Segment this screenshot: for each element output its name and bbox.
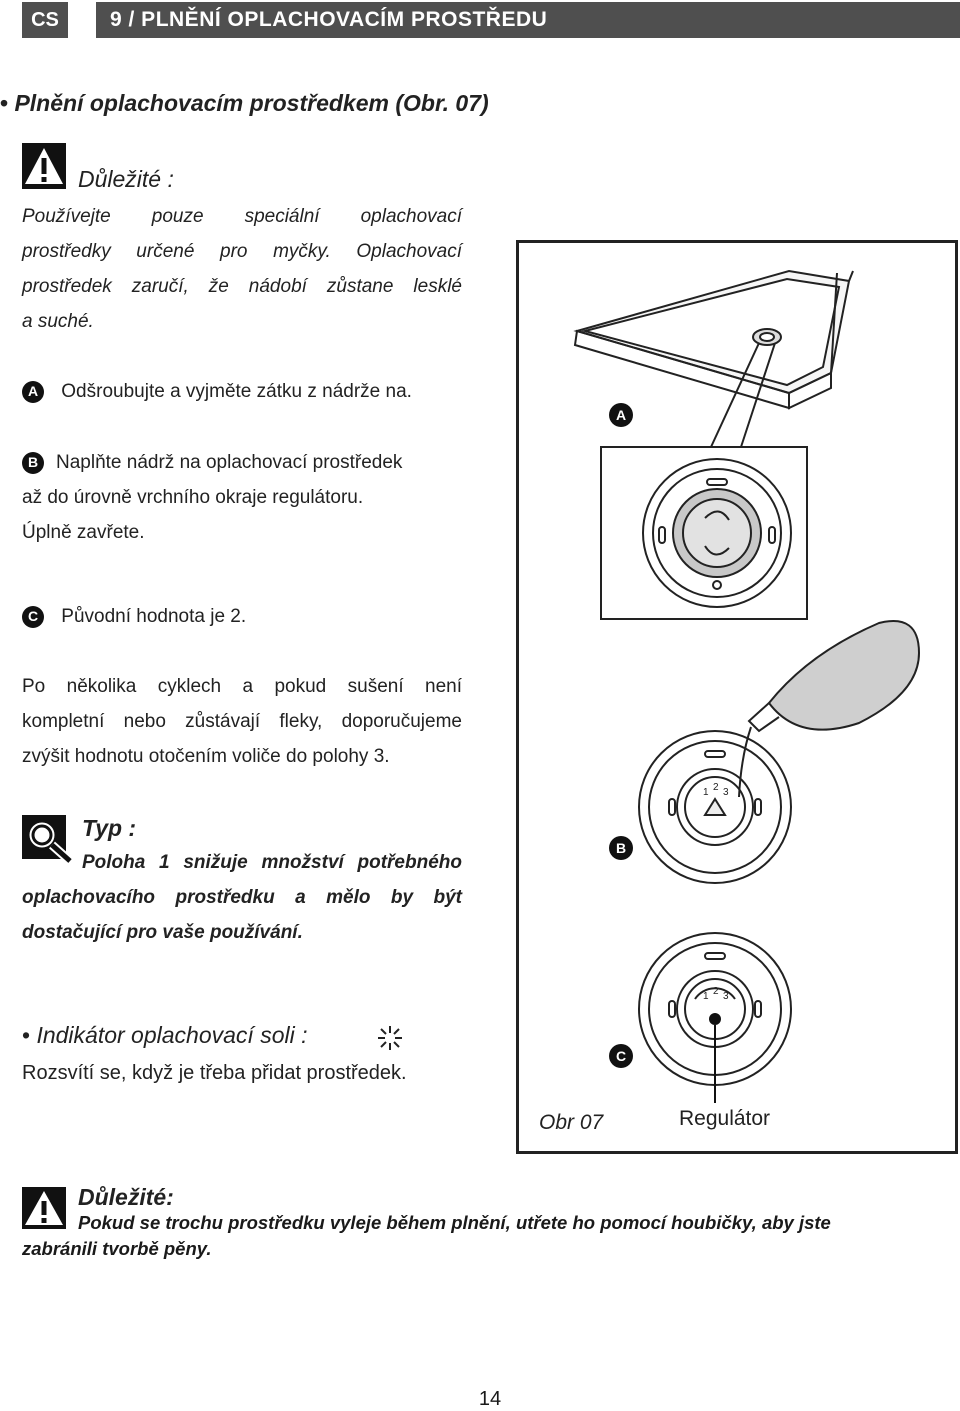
- section-title-salt-indicator: • Indikátor oplachovací soli :: [22, 1022, 308, 1048]
- section-title-rinse-aid: • Plnění oplachovacím prostředkem (Obr. …: [0, 90, 489, 116]
- important-text-2-line2: zabránili tvorbě pěny.: [22, 1238, 212, 1259]
- warning-icon: [22, 1187, 66, 1229]
- important-text-2-line1: Pokud se trochu prostředku vyleje během …: [78, 1212, 831, 1233]
- salt-indicator-icon: [378, 1026, 402, 1050]
- dial-b-number-1: 1: [703, 787, 709, 798]
- figure-label-a: A: [616, 407, 626, 423]
- step-c-marker: C: [22, 605, 44, 628]
- figure-frame: A 1: [516, 240, 958, 1154]
- dial-b-number-3: 3: [723, 787, 729, 798]
- language-badge: CS: [22, 2, 68, 38]
- dial-c-number-3: 3: [723, 991, 729, 1002]
- dial-c-number-1: 1: [703, 991, 709, 1002]
- tip-text: Poloha 1 snižuje množství potřebného opl…: [22, 852, 462, 943]
- step-a: A Odšroubujte a vyjměte zátku z nádrže n…: [22, 374, 412, 409]
- page-number: 14: [478, 1388, 502, 1410]
- important-title-2: Důležité:: [78, 1184, 174, 1210]
- figure-label-c: C: [616, 1048, 626, 1064]
- step-b-marker: B: [22, 451, 44, 474]
- figure-label-b: B: [616, 840, 626, 856]
- adjustment-paragraph: Po několika cyklech a pokud sušení není …: [22, 676, 462, 767]
- step-c: C Původní hodnota je 2.: [22, 599, 246, 634]
- tip-title: Typ :: [82, 815, 137, 841]
- step-a-marker: A: [22, 380, 44, 403]
- dial-c-number-2: 2: [713, 986, 719, 997]
- regulator-illustration: A 1: [539, 269, 921, 1134]
- section-header: 9 / PLNĚNÍ OPLACHOVACÍM PROSTŘEDU: [96, 2, 960, 38]
- salt-indicator-text: Rozsvítí se, když je třeba přidat prostř…: [22, 1062, 407, 1084]
- figure-caption: Obr 07: [539, 1111, 605, 1134]
- magnifier-icon: [22, 815, 73, 863]
- regulator-caption: Regulátor: [679, 1107, 770, 1130]
- warning-icon: [22, 143, 66, 189]
- important-text: Používejte pouze speciální oplachovací p…: [22, 206, 462, 332]
- dial-b-number-2: 2: [713, 782, 719, 793]
- important-title: Důležité :: [78, 166, 174, 192]
